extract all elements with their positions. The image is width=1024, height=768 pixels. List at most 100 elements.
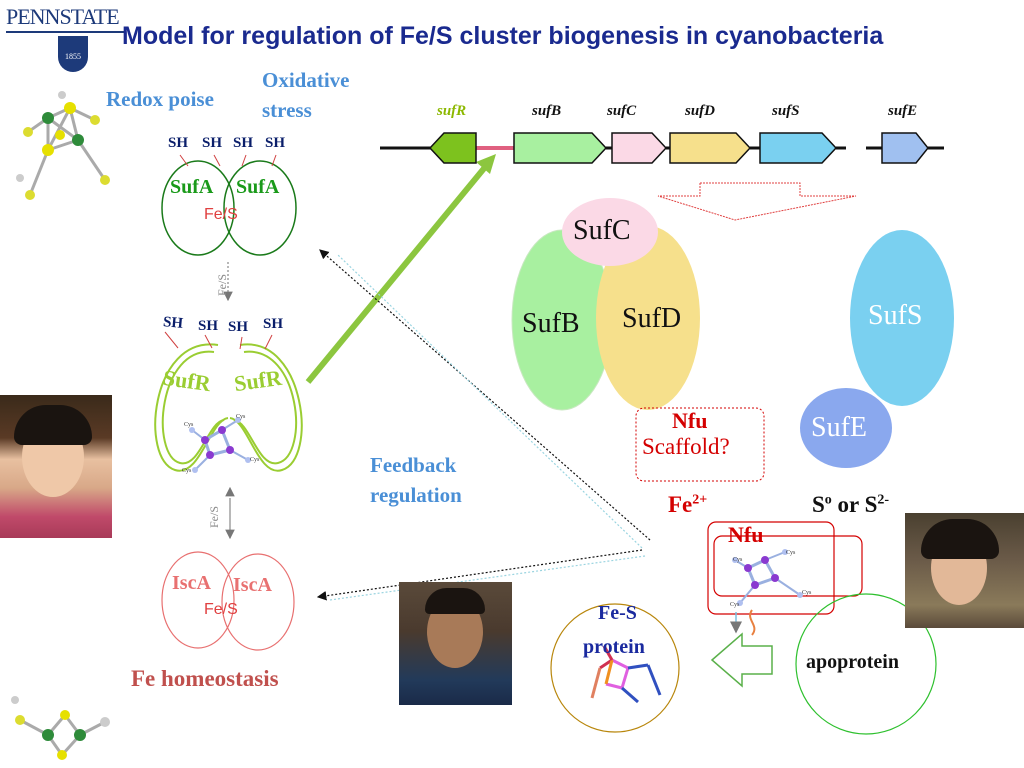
sufd-label: SufD — [622, 303, 682, 334]
redox-poise-label: Redox poise — [106, 87, 214, 111]
person-center-hair — [425, 588, 485, 614]
fes-protein-label-line2: protein — [583, 636, 645, 658]
cys-label-2: Cys — [236, 414, 246, 420]
fe2-base: Fe — [668, 492, 693, 517]
cys-label-1: Cys — [184, 422, 194, 428]
sufa-fes-label: Fe/S — [204, 206, 238, 223]
gene-label-sufE: sufE — [888, 103, 918, 119]
fes-cluster-molecule-top — [16, 91, 110, 200]
nfu-scaffold-question: Scaffold? — [642, 434, 730, 459]
gene-sufE-arrow — [881, 132, 929, 164]
person-photo-left — [0, 395, 112, 538]
nfu-cys-label-2: Cys — [786, 550, 796, 556]
nfu-cys-label-4: Cys — [730, 602, 740, 608]
sufe-ellipse — [800, 388, 892, 468]
sufb-label: SufB — [522, 308, 580, 339]
sufc-label: SufC — [573, 215, 631, 246]
gene-label-sufC: sufC — [607, 103, 637, 119]
apoprotein-label: apoprotein — [806, 651, 899, 673]
gene-sufC-arrow — [611, 132, 668, 164]
fes-cluster-molecule-bottom — [11, 696, 110, 760]
nfu-scaffold-box — [635, 407, 765, 482]
sufa-label-left: SufA — [170, 176, 214, 198]
fes-transfer-label-bottom: Fe/S — [207, 505, 221, 528]
sufr-sh-3: SH — [228, 319, 249, 335]
sufs-ellipse — [850, 230, 954, 406]
feedback-arrow-to-isca-dark — [316, 549, 643, 601]
sufa-oval-right — [223, 160, 297, 256]
cys-label-3: Cys — [250, 457, 260, 463]
person-left-hair — [14, 405, 92, 445]
feedback-arrow-to-sufa-dark — [319, 249, 651, 541]
logo-year: 1855 — [65, 52, 81, 61]
nfu-lower-label: Nfu — [728, 522, 764, 547]
sulfide-sup: 2- — [877, 492, 890, 508]
fes-protein-label-line1: Fe-S — [598, 602, 637, 624]
sufr-repression-arrow — [305, 164, 489, 384]
page-title: Model for regulation of Fe/S cluster bio… — [122, 22, 884, 50]
gene-label-sufB: sufB — [532, 103, 562, 119]
isca-oval-left — [161, 551, 235, 649]
sufr-sh-1: SH — [162, 314, 184, 332]
sufr-sh-2: SH — [198, 318, 219, 334]
feedback-arrow-to-isca-light — [329, 555, 646, 601]
oxidative-stress-label-line1: Oxidative — [262, 68, 350, 92]
gene-label-sufR: sufR — [437, 103, 467, 119]
gene-label-sufS: sufS — [772, 103, 800, 119]
sufa-sh-2: SH — [202, 135, 223, 151]
pennstate-logo: PENNSTATE 1855 — [6, 4, 126, 74]
shield-icon — [58, 36, 88, 72]
nfu-box-inner — [713, 535, 863, 597]
sufe-label: SufE — [811, 412, 867, 443]
fes-protein-molecule — [590, 645, 662, 704]
gene-sufR-arrow — [428, 132, 477, 164]
isca-label-right: IscA — [233, 574, 272, 596]
person-photo-center — [399, 582, 512, 705]
sulfur-or-text: or S — [831, 492, 878, 517]
sulfur-base: S — [812, 492, 825, 517]
sufr-sh-4: SH — [263, 316, 284, 332]
person-photo-right — [905, 513, 1024, 628]
fes-protein-circle — [550, 603, 680, 733]
nfu-cys-label-3: Cys — [802, 590, 812, 596]
sufc-ellipse — [562, 198, 658, 266]
logo-underline — [6, 31, 126, 33]
fe-homeostasis-label: Fe homeostasis — [131, 666, 279, 691]
gene-sufD-arrow — [669, 132, 752, 164]
nfu-cluster-molecule — [732, 549, 803, 606]
feedback-label-line2: regulation — [370, 483, 462, 507]
sufd-ellipse — [596, 226, 700, 410]
sufa-label-right: SufA — [236, 176, 280, 198]
nfu-transfer-arrow-orange — [749, 609, 756, 636]
nfu-box-outer — [707, 521, 835, 615]
person-right-hair — [921, 519, 999, 559]
logo-wordmark: PENNSTATE — [6, 4, 120, 29]
cys-label-4: Cys — [182, 468, 192, 474]
sufa-oval-left — [161, 160, 235, 256]
isca-oval-right — [221, 553, 295, 651]
sulfur-label: So or S2- — [812, 492, 889, 518]
gene-label-sufD: sufD — [685, 103, 716, 119]
apoprotein-circle — [795, 593, 937, 735]
oxidative-stress-label-line2: stress — [262, 98, 312, 122]
fe2-label: Fe2+ — [668, 492, 707, 518]
feedback-label-line1: Feedback — [370, 453, 457, 477]
translation-arrow — [657, 182, 857, 221]
gene-sufB-arrow — [513, 132, 608, 164]
isca-label-left: IscA — [172, 572, 211, 594]
suf-operon — [380, 132, 944, 164]
nfu-cys-label-1: Cys — [733, 557, 743, 563]
maturation-arrow — [710, 632, 773, 688]
sufa-sh-1: SH — [168, 135, 189, 151]
sufs-label: SufS — [868, 300, 923, 331]
sufa-sh-3: SH — [233, 135, 254, 151]
isca-fes-label: Fe/S — [204, 601, 238, 618]
sulfur-sup: o — [824, 492, 832, 508]
fe2-sup: 2+ — [692, 492, 708, 508]
nfu-scaffold-nfu: Nfu — [672, 408, 708, 433]
sufr-fes-cluster — [189, 417, 251, 473]
fes-transfer-label-top: Fe/S — [215, 273, 229, 296]
sufa-sh-4: SH — [265, 135, 286, 151]
gene-sufS-arrow — [759, 132, 838, 164]
